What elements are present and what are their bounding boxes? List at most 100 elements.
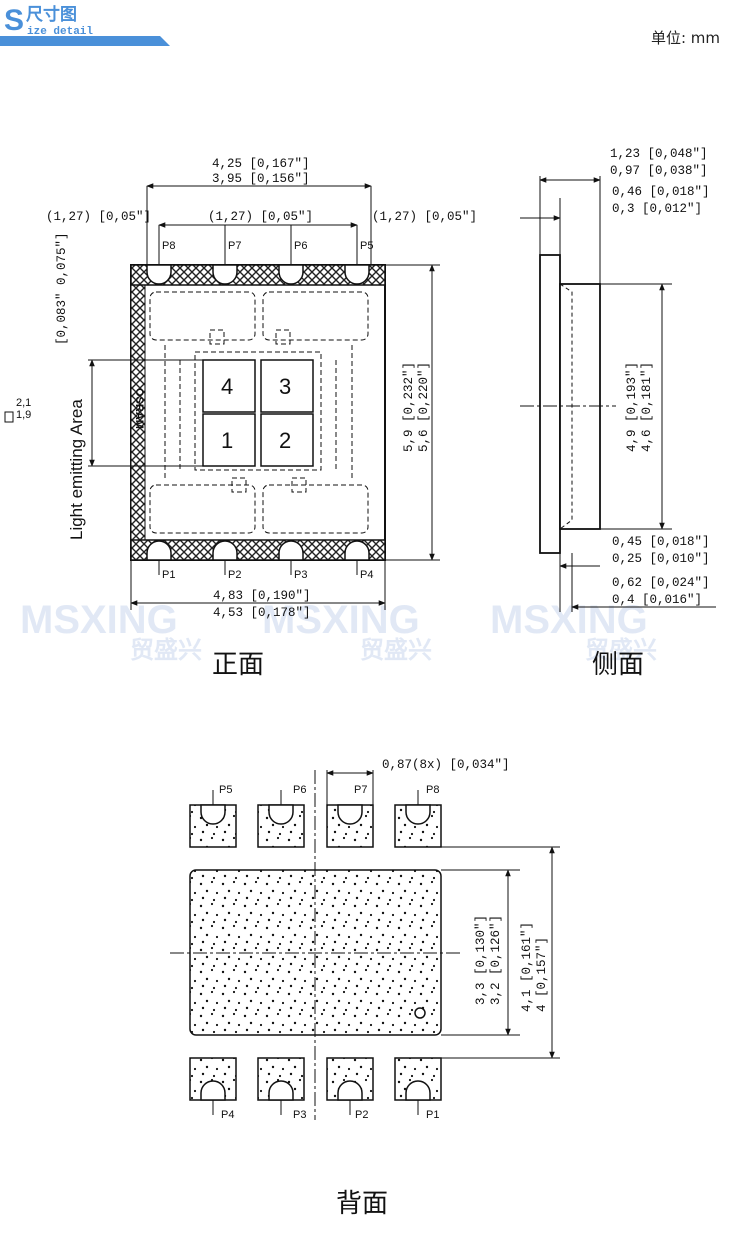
back-notch-p7: [337, 804, 363, 825]
back-pin-p6: P6: [293, 784, 306, 796]
back-inner-max: 3,3 [0,130"]: [474, 915, 488, 1005]
chip-1: [202, 413, 256, 467]
chip-label-2: 2: [279, 428, 291, 453]
pad-notch-p5: [344, 264, 370, 285]
via-1: [209, 329, 225, 345]
trace-vertical: [164, 345, 353, 480]
back-view: [170, 770, 560, 1120]
back-pin-p2: P2: [355, 1109, 368, 1121]
front-bottom-pads: [130, 539, 386, 561]
front-pin-p2: P2: [228, 569, 241, 581]
front-top-pads: [130, 264, 386, 286]
front-pitch-right: (1,27) [0,05"]: [372, 210, 477, 224]
back-pad-width: 0,87(8x) [0,034"]: [382, 758, 510, 772]
emit-square-icon: [4, 411, 14, 423]
chip-label-4: 4: [221, 374, 233, 399]
front-pin-p5: P5: [360, 240, 373, 252]
back-notch-p1: [405, 1080, 431, 1101]
unit-label: 单位: mm: [650, 29, 720, 47]
back-notch-p8: [405, 804, 431, 825]
side-d1-max: 1,23 [0,048"]: [610, 147, 708, 161]
side-d3-max: 0,45 [0,018"]: [612, 535, 710, 549]
pad-notch-p6: [278, 264, 304, 285]
pad-notch-p7: [212, 264, 238, 285]
front-height-max: 5,9 [0,232"]: [402, 362, 416, 452]
back-inner-min: 3,2 [0,126"]: [489, 915, 503, 1005]
front-pin-p7: P7: [228, 240, 241, 252]
side-height-max: 4,9 [0,193"]: [625, 362, 639, 452]
front-pin-p4: P4: [360, 569, 373, 581]
front-pin-p1: P1: [162, 569, 175, 581]
front-view-caption: 正面: [212, 650, 264, 680]
watermark-cn-3: 贸盛兴: [585, 636, 657, 664]
back-pin-p1: P1: [426, 1109, 439, 1121]
pad-notch-p2: [212, 540, 238, 561]
pad-notch-p4: [344, 540, 370, 561]
front-pitch-left: (1,27) [0,05"]: [46, 210, 151, 224]
watermark-cn-2: 贸盛兴: [360, 636, 432, 664]
front-height-min: 5,6 [0,220"]: [417, 362, 431, 452]
front-top-width-max: 4,25 [0,167"]: [212, 157, 310, 171]
watermark-cn-1: 贸盛兴: [130, 636, 202, 664]
front-bottom-width-b: 4,53 [0,178"]: [213, 606, 311, 620]
back-notch-p3: [268, 1080, 294, 1101]
back-notch-p6: [268, 804, 294, 825]
chip-4: [202, 359, 256, 413]
logo-title: 尺寸图: [26, 4, 77, 25]
logo-underline: [0, 36, 170, 46]
trace-bl: [149, 484, 256, 534]
emit-inch: [0,083" 0,075"]: [55, 232, 69, 345]
trace-br: [262, 484, 369, 534]
trace-tr: [262, 291, 369, 341]
emit-mm-max: 2,1: [16, 397, 31, 409]
via-4: [291, 477, 307, 493]
side-height-min: 4,6 [0,181"]: [640, 362, 654, 452]
back-pin-p5: P5: [219, 784, 232, 796]
back-notch-p2: [337, 1080, 363, 1101]
side-lens: [539, 254, 561, 554]
side-view-caption: 侧面: [592, 650, 644, 680]
logo-letter: S: [4, 4, 24, 37]
side-view: [520, 176, 716, 612]
side-d1-min: 0,97 [0,038"]: [610, 164, 708, 178]
chip-label-3: 3: [279, 374, 291, 399]
side-d2-max: 0,46 [0,018"]: [612, 185, 710, 199]
back-outer-max: 4,1 [0,161"]: [520, 922, 534, 1012]
back-pin-p3: P3: [293, 1109, 306, 1121]
front-top-width-min: 3,95 [0,156"]: [212, 172, 310, 186]
emit-mm-min: 1,9: [16, 409, 31, 421]
front-bottom-width-a: 4,83 [0,190"]: [213, 589, 311, 603]
light-emitting-area-label: Light emitting Area: [67, 399, 86, 540]
watermark: MSXING MSXING MSXING 贸盛兴 贸盛兴 贸盛兴: [20, 598, 657, 664]
via-2: [275, 329, 291, 345]
side-d3-min: 0,25 [0,010"]: [612, 552, 710, 566]
front-pitch-mid: (1,27) [0,05"]: [208, 210, 313, 224]
chip-2: [260, 413, 314, 467]
trace-tl: [149, 291, 256, 341]
back-pin-p8: P8: [426, 784, 439, 796]
back-polarity-mark: [414, 1007, 426, 1019]
front-view: [88, 183, 440, 610]
chip-label-1: 1: [221, 428, 233, 453]
front-pin-p6: P6: [294, 240, 307, 252]
front-pin-p8: P8: [162, 240, 175, 252]
back-pin-p7: P7: [354, 784, 367, 796]
via-3: [231, 477, 247, 493]
back-outer-min: 4 [0,157"]: [535, 937, 549, 1012]
back-notch-p5: [200, 804, 226, 825]
side-d4-max: 0,62 [0,024"]: [612, 576, 710, 590]
front-package-outline: [130, 264, 386, 561]
watermark-brand-3: MSXING: [490, 598, 648, 642]
osram-marking: OSRAM: [133, 388, 145, 429]
pad-notch-p1: [146, 540, 172, 561]
chip-carrier: [194, 351, 322, 471]
chip-3: [260, 359, 314, 413]
side-d2-min: 0,3 [0,012"]: [612, 202, 702, 216]
logo-subtitle: ize detail: [27, 26, 93, 38]
back-pin-p4: P4: [221, 1109, 234, 1121]
back-notch-p4: [200, 1080, 226, 1101]
front-pin-p3: P3: [294, 569, 307, 581]
size-detail-logo: S 尺寸图 ize detail: [0, 4, 170, 46]
pad-notch-p8: [146, 264, 172, 285]
